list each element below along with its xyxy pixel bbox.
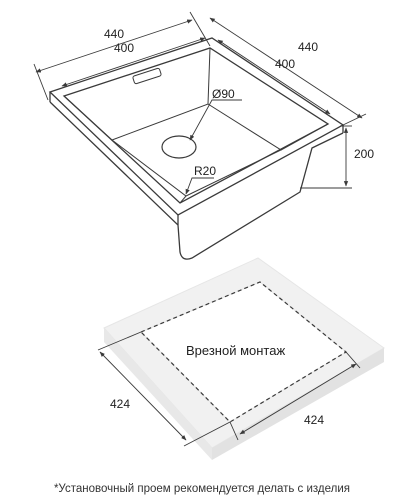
ext-line xyxy=(229,421,239,441)
ext-line xyxy=(342,113,367,126)
ext-line xyxy=(189,11,211,47)
mount-type-label: Врезной монтаж xyxy=(186,343,285,358)
bowl-wall-edge xyxy=(280,123,329,151)
leader-radius xyxy=(185,177,214,195)
countertop-slab xyxy=(103,257,385,460)
label-depth-outer: 440 xyxy=(298,40,318,54)
label-height: 200 xyxy=(354,147,374,161)
sink-dimensions xyxy=(33,11,367,195)
label-cutout-right: 424 xyxy=(304,413,324,427)
ext-line xyxy=(97,331,142,351)
dim-line-width-inner xyxy=(61,37,206,87)
label-width-inner: 400 xyxy=(114,41,134,55)
dim-line-cutout-left xyxy=(99,351,187,441)
label-drain-diameter: Ø90 xyxy=(212,87,235,101)
slab-right-edge xyxy=(212,348,384,460)
label-corner-radius: R20 xyxy=(194,164,216,178)
leader-drain xyxy=(189,99,242,141)
ext-line xyxy=(33,63,49,101)
bowl-wall-edge xyxy=(179,195,187,204)
sink-body-left-side xyxy=(49,101,344,260)
installation-footnote: *Установочный проем рекомендуется делать… xyxy=(53,483,351,495)
label-cutout-left: 424 xyxy=(110,397,130,411)
sink-drawing xyxy=(48,37,345,260)
dim-line-depth-inner xyxy=(217,39,331,115)
ext-line xyxy=(183,421,231,447)
bowl-wall-edge xyxy=(207,47,211,105)
cutout-dimensions xyxy=(97,331,361,447)
sink-bowl-bottom xyxy=(110,103,283,197)
overflow-slot xyxy=(132,67,162,85)
label-depth-inner: 400 xyxy=(275,57,295,71)
bowl-wall-edge xyxy=(63,95,113,141)
drain-hole xyxy=(161,135,197,159)
sink-outer-rim xyxy=(48,37,345,216)
label-width-outer: 440 xyxy=(104,27,124,41)
dim-line-cutout-right xyxy=(239,363,357,435)
sink-inner-rim xyxy=(62,47,330,204)
ext-line xyxy=(345,351,361,369)
